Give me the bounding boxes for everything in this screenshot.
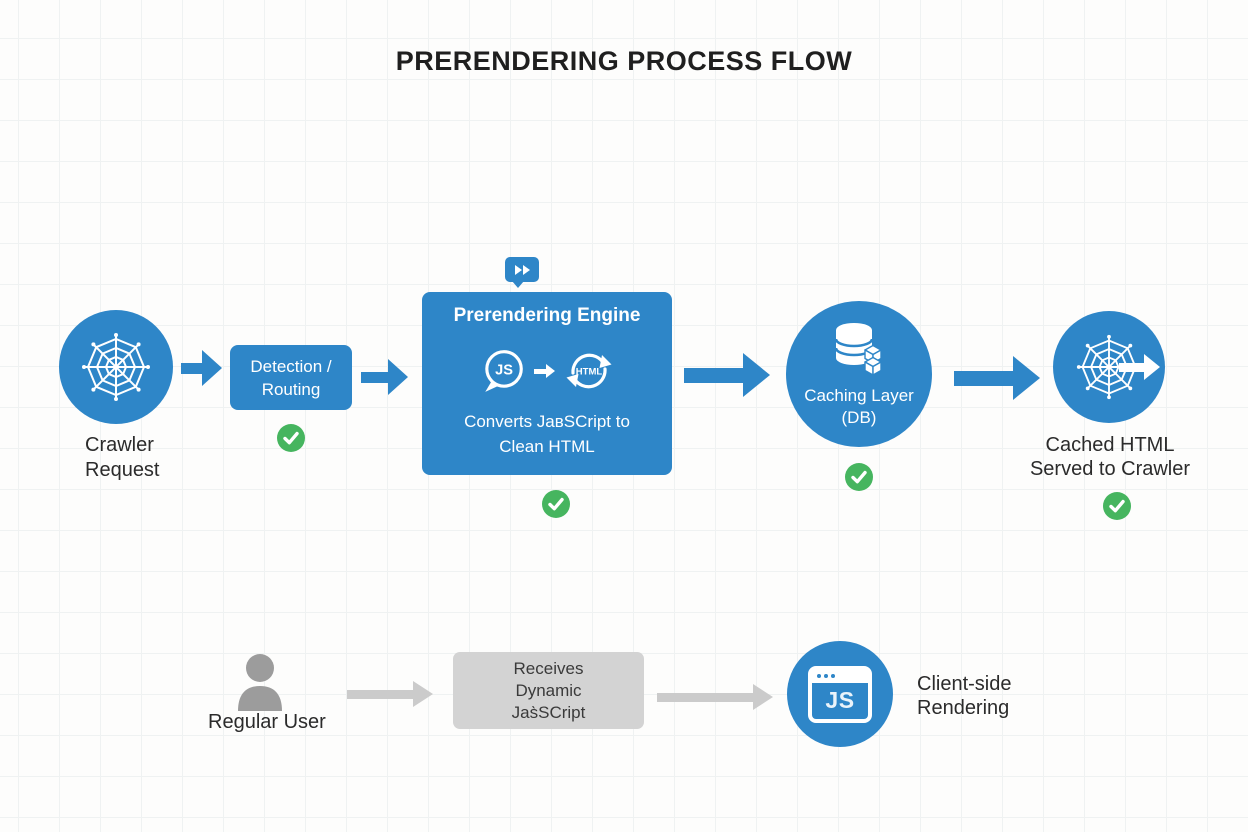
detection-routing-box: Detection / Routing	[230, 345, 352, 410]
flow-arrow-icon	[954, 356, 1040, 400]
serve-arrow-icon	[1119, 354, 1160, 380]
svg-text:JS: JS	[495, 363, 513, 379]
arrow-right-icon	[533, 364, 555, 378]
html-sync-icon: HTML	[566, 353, 611, 389]
prerendering-engine-box: Prerendering Engine JS HTML Converts Jaв…	[422, 292, 672, 475]
crawler-request-node	[59, 310, 173, 424]
check-icon	[542, 490, 570, 518]
svg-text:HTML: HTML	[575, 367, 602, 378]
check-icon	[1103, 492, 1131, 520]
cached-html-node	[1053, 311, 1165, 423]
cached-html-label: Cached HTML Served to Crawler	[1029, 434, 1191, 480]
spider-web-icon	[82, 333, 150, 401]
regular-user-label: Regular User	[208, 711, 326, 733]
engine-description: Converts JaвSCript to Clean HTML	[464, 412, 630, 456]
diagram-title: PRERENDERING PROCESS FLOW	[395, 46, 853, 76]
flow-arrow-icon	[361, 359, 408, 395]
user-icon	[238, 654, 282, 711]
engine-conversion-icons: JS HTML	[479, 347, 616, 395]
browser-js-icon: JS	[808, 665, 872, 723]
database-icon	[834, 322, 882, 376]
fast-forward-tooltip-icon	[505, 257, 539, 288]
receives-dynamic-box: Receives Dynamic Jas̀SCript	[453, 652, 644, 729]
check-icon	[845, 463, 873, 491]
prerendering-engine-title: Prerendering Engine	[453, 305, 641, 326]
caching-layer-node: Caching Layer (DB)	[786, 301, 932, 447]
client-side-rendering-label: Client-side Rendering	[917, 673, 1012, 719]
flow-arrow-icon	[181, 350, 222, 386]
check-icon	[277, 424, 305, 452]
crawler-request-label: Crawler Request	[85, 434, 160, 481]
js-bubble-icon: JS	[484, 350, 523, 392]
flow-arrow-icon	[684, 353, 770, 397]
flow-arrow-gray-icon	[657, 684, 773, 710]
client-side-rendering-node: JS	[787, 641, 893, 747]
caching-layer-label: Caching Layer (DB)	[804, 385, 914, 427]
flow-arrow-gray-icon	[347, 681, 433, 707]
